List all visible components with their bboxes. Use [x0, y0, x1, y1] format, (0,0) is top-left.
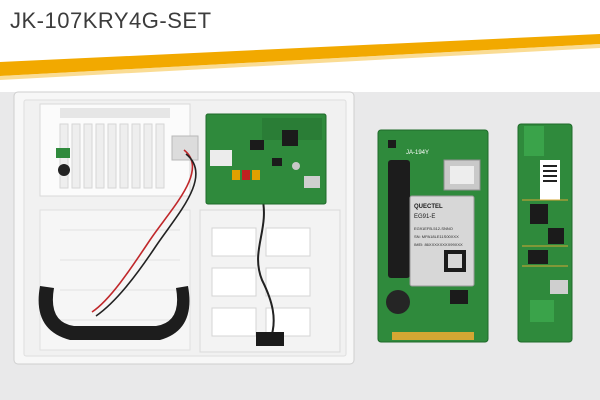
modem-info-line1: EG91EFB-512-SNNO	[414, 226, 453, 231]
orange-accent-stripe	[0, 34, 600, 80]
product-title: JK-107KRY4G-SET	[10, 8, 212, 33]
modem-brand-label: QUECTEL	[414, 204, 443, 210]
narrow-expansion-module	[517, 123, 573, 343]
modem-board-label: JA-194Y	[406, 150, 429, 156]
modem-info-line2: SN: MPA18LE11S00XXX	[414, 234, 459, 239]
main-control-board	[205, 113, 327, 205]
lte-modem-module: JA-194Y QUECTEL EG91-E EG91EFB-512-SNNO …	[377, 129, 489, 343]
modem-info-line3: IMEI: 86XXXXXXXX99XXX	[414, 242, 463, 247]
modem-model-label: EG91-E	[414, 214, 435, 220]
